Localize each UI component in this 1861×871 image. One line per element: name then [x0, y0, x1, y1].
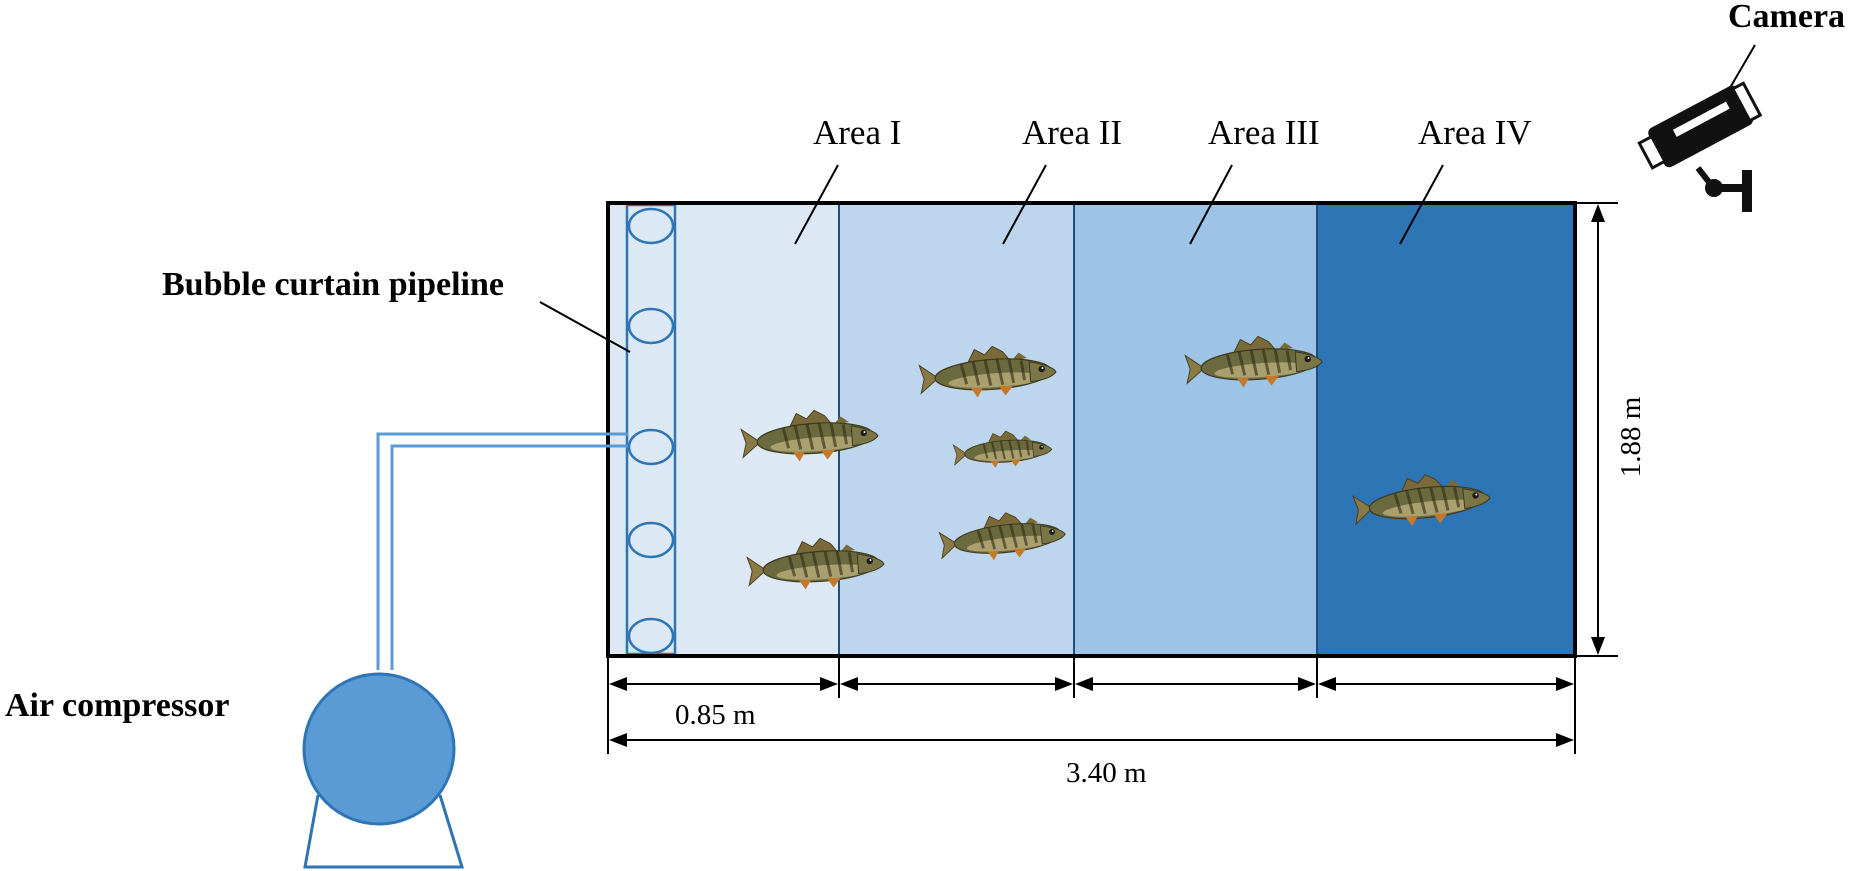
height-dimension-label: 1.88 m [1615, 396, 1647, 477]
area-i-leader-line [794, 164, 839, 245]
area-width-dimensions [607, 656, 1576, 754]
tank-outline [606, 201, 1577, 658]
area-label-iv: Area IV [1418, 113, 1532, 152]
area-iii-region [1074, 203, 1317, 656]
area-iv-leader-line [1399, 164, 1444, 245]
area-ii-region [839, 203, 1074, 656]
area-label-iii: Area III [1208, 113, 1320, 152]
air-supply-pipe [376, 432, 628, 670]
bubble-pipeline-label: Bubble curtain pipeline [162, 266, 504, 303]
bubble-pipeline-leader-line [539, 301, 631, 353]
camera-label: Camera [1728, 0, 1845, 35]
dimension-arrowheads [609, 677, 1574, 691]
area-ii-leader-line [1002, 164, 1047, 245]
air-compressor-label: Air compressor [5, 687, 229, 724]
camera-mount [1695, 166, 1752, 212]
area-width-label: 0.85 m [675, 699, 756, 731]
area-label-ii: Area II [1022, 113, 1122, 152]
height-dimension [1575, 202, 1618, 657]
area-iv-region [1317, 203, 1575, 656]
total-length-dimension [609, 733, 1574, 747]
area-iii-leader-line [1189, 164, 1233, 245]
total-length-label: 3.40 m [1066, 757, 1147, 789]
air-compressor-icon [302, 672, 465, 869]
security-camera-icon [1637, 81, 1763, 170]
area-label-i: Area I [813, 113, 901, 152]
